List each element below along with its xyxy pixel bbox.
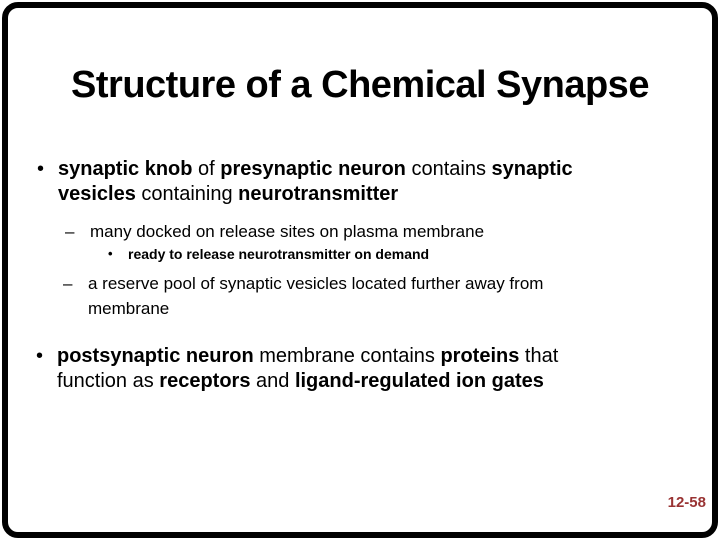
bullet-item-level2: –a reserve pool of synaptic vesicles loc… (63, 271, 698, 321)
bullet-text: postsynaptic neuron membrane contains pr… (57, 345, 559, 392)
slide-title: Structure of a Chemical Synapse (71, 64, 649, 106)
bullet-marker: – (65, 222, 75, 241)
bullet-marker: – (63, 274, 73, 293)
bullet-text: synaptic knob of presynaptic neuron cont… (58, 158, 573, 205)
page-number: 12-58 (667, 494, 706, 511)
bullet-marker: • (37, 158, 45, 180)
bullet-text: a reserve pool of synaptic vesicles loca… (88, 274, 544, 318)
bullet-text: ready to release neurotransmitter on dem… (128, 246, 430, 262)
bullet-text: many docked on release sites on plasma m… (90, 222, 485, 241)
bullet-item-level1: • synaptic knob of presynaptic neuron con… (37, 157, 690, 207)
bullet-item-level3: • ready to release neurotransmitter on de… (108, 245, 698, 263)
bullet-item-level2: –many docked on release sites on plasma … (65, 219, 700, 244)
bullet-marker: • (108, 246, 113, 261)
bullet-marker: • (36, 345, 44, 367)
bullet-item-level1: • postsynaptic neuron membrane contains p… (36, 344, 697, 394)
